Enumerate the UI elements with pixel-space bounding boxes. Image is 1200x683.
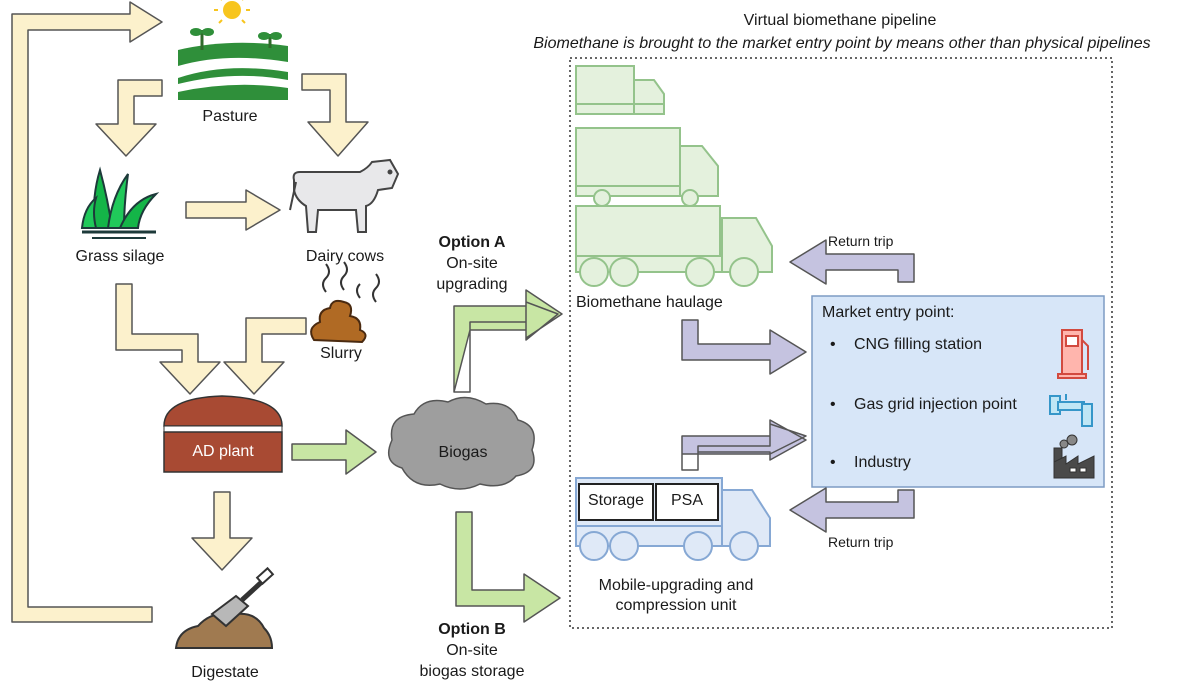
digestate-to-pasture-loop-arrow	[11, 1, 163, 623]
option-b-title: Option B	[438, 621, 506, 638]
digestate-label: Digestate	[191, 664, 259, 681]
market-item-label: Industry	[854, 454, 911, 471]
psa-box	[655, 483, 719, 521]
ad-plant-label: AD plant	[192, 443, 254, 460]
dairy-cows-label: Dairy cows	[305, 248, 385, 265]
dairy-cow-icon	[289, 158, 400, 233]
ad-to-biogas-arrow	[291, 429, 377, 475]
factory-icon	[1053, 434, 1095, 479]
psa-label: PSA	[670, 492, 703, 509]
pasture-to-silage-arrow	[95, 79, 163, 157]
haulage-to-market-arrow	[681, 319, 807, 375]
biomethane-haulage-truck	[575, 205, 773, 287]
pasture-icon	[178, 0, 288, 100]
slurry-icon	[310, 261, 380, 344]
return-trip-bottom-label: Return trip	[828, 534, 894, 550]
market-item-gas-grid: •Gas grid injection point	[830, 396, 1017, 413]
option-a-arrow	[453, 289, 563, 393]
option-a-line1: On-site	[446, 255, 498, 272]
grass-silage-icon	[80, 166, 160, 239]
return-trip-top-arrow	[789, 239, 915, 285]
header-subtitle: Biomethane is brought to the market entr…	[533, 35, 1151, 52]
gas-grid-pipe-icon	[1049, 394, 1093, 427]
grass-silage-label: Grass silage	[75, 248, 165, 265]
option-b-arrow	[455, 511, 561, 623]
mobile-unit-label-line1: Mobile-upgrading and	[598, 577, 754, 594]
van-icon	[575, 65, 665, 115]
market-item-label: Gas grid injection point	[854, 396, 1017, 413]
medium-truck-icon	[575, 127, 719, 207]
ad-to-digestate-arrow	[191, 491, 253, 571]
market-item-industry: •Industry	[830, 454, 911, 471]
market-item-label: CNG filling station	[854, 336, 983, 353]
slurry-to-ad-arrow	[223, 317, 307, 395]
ad-plant-icon	[163, 395, 283, 473]
return-trip-top-label: Return trip	[828, 233, 894, 249]
market-item-cng: •CNG filling station	[830, 336, 983, 353]
option-a-title: Option A	[438, 234, 506, 251]
mobile-unit-label-line2: compression unit	[615, 597, 737, 614]
virtual-pipeline-frame	[569, 57, 1113, 629]
option-b-line1: On-site	[446, 642, 498, 659]
silage-to-ad-arrow	[115, 283, 221, 395]
option-b-line2: biogas storage	[419, 663, 525, 680]
storage-label: Storage	[587, 492, 645, 509]
silage-to-cows-arrow	[185, 189, 281, 231]
unit-to-market-arrow	[681, 419, 807, 471]
biogas-label: Biogas	[438, 444, 488, 461]
biomethane-haulage-label: Biomethane haulage	[576, 294, 723, 311]
header-title: Virtual biomethane pipeline	[743, 12, 937, 29]
market-entry-title: Market entry point:	[822, 304, 955, 321]
fuel-pump-icon	[1057, 329, 1089, 379]
biogas-cloud	[387, 396, 535, 490]
storage-box	[578, 483, 654, 521]
pasture-to-cows-arrow	[301, 73, 369, 157]
pasture-label: Pasture	[202, 108, 258, 125]
return-trip-bottom-arrow	[789, 487, 915, 533]
digestate-icon	[174, 566, 275, 649]
option-a-line2: upgrading	[436, 276, 508, 293]
slurry-label: Slurry	[320, 345, 362, 362]
